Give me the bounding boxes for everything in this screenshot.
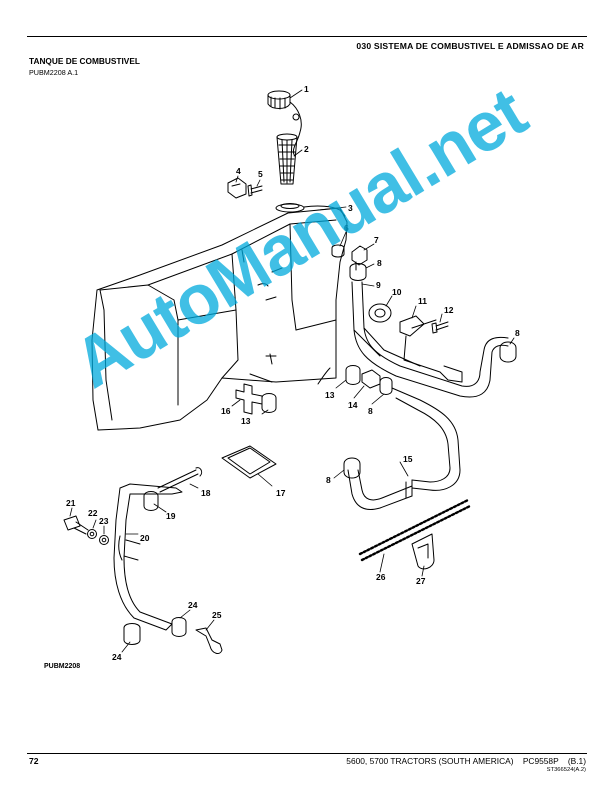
callout-17: 17 <box>276 488 286 498</box>
callout-3: 3 <box>348 203 353 213</box>
sender-part-11 <box>399 315 463 383</box>
callout-4: 4 <box>236 166 241 176</box>
callout-22: 22 <box>88 508 98 518</box>
callout-13b: 13 <box>241 416 251 426</box>
grommet-part-24b <box>171 617 187 637</box>
pad-part-17 <box>221 445 277 479</box>
return-hose <box>391 387 461 491</box>
callout-26: 26 <box>376 572 386 582</box>
figure-label: PUBM2208 <box>44 663 80 670</box>
strap-part-20 <box>113 483 183 631</box>
callout-11: 11 <box>418 296 427 306</box>
footer-code: ST366524(A.2) <box>546 767 586 773</box>
clip-part-27 <box>411 533 435 570</box>
clamp-part-8 <box>349 263 367 281</box>
bolt-part-5 <box>247 184 263 197</box>
washer-part-13 <box>345 365 361 385</box>
callout-13a: 13 <box>325 390 335 400</box>
footer-rule <box>27 753 587 754</box>
callout-8b: 8 <box>515 328 520 338</box>
callout-5: 5 <box>258 169 263 179</box>
grommet-part-6 <box>331 244 345 258</box>
washer-part-13-low <box>261 393 277 413</box>
fuel-cap <box>267 90 302 157</box>
header-rule <box>27 36 587 37</box>
callout-25: 25 <box>212 610 222 620</box>
callout-16: 16 <box>221 406 231 416</box>
callout-6: 6 <box>344 223 349 233</box>
callout-1: 1 <box>304 84 309 94</box>
clamp-part-8-right <box>499 341 517 363</box>
page-title: TANQUE DE COMBUSTIVEL <box>29 56 140 66</box>
callout-23: 23 <box>99 516 109 526</box>
clamp-part-8-low <box>343 457 361 479</box>
callout-15: 15 <box>403 454 413 464</box>
callout-8a: 8 <box>377 258 382 268</box>
callout-19: 19 <box>166 511 176 521</box>
bolt-part-18 <box>157 467 203 493</box>
callout-21: 21 <box>66 498 76 508</box>
figure-reference: PUBM2208 A.1 <box>29 68 79 77</box>
fitting-part-14 <box>361 369 381 389</box>
callout-24b: 24 <box>112 652 122 662</box>
clip-part-4 <box>227 177 247 199</box>
page-number: 72 <box>29 756 39 766</box>
pin-part-25 <box>195 627 223 654</box>
callout-27: 27 <box>416 576 426 586</box>
callout-24a: 24 <box>188 600 198 610</box>
callout-20: 20 <box>140 533 150 543</box>
callout-14: 14 <box>348 400 358 410</box>
callout-8d: 8 <box>326 475 331 485</box>
callout-2: 2 <box>304 144 309 154</box>
leader-lines <box>69 89 515 653</box>
washer-part-22 <box>87 529 97 539</box>
callout-7: 7 <box>374 235 379 245</box>
callout-12: 12 <box>444 305 454 315</box>
footer-model: 5600, 5700 TRACTORS (SOUTH AMERICA) PC95… <box>346 756 586 766</box>
gasket-part-10 <box>368 303 392 323</box>
fitting-part-16 <box>235 383 263 415</box>
callout-10: 10 <box>392 287 402 297</box>
hose-part-9 <box>351 281 509 398</box>
callout-8c: 8 <box>368 406 373 416</box>
grommet-part-24 <box>123 623 141 645</box>
callout-18: 18 <box>201 488 211 498</box>
spiral-wrap-part-26 <box>358 498 472 562</box>
grommet-part-19 <box>143 491 159 511</box>
section-header: 030 SISTEMA DE COMBUSTIVEL E ADMISSAO DE… <box>356 41 584 51</box>
washer-part-23 <box>99 535 109 545</box>
fuel-tank <box>91 203 348 431</box>
filler-strainer <box>276 133 298 185</box>
lower-hose <box>347 469 413 510</box>
callout-9: 9 <box>376 280 381 290</box>
clamp-part-8-mid <box>379 377 393 395</box>
screw-part-12 <box>431 321 449 334</box>
bolt-part-21 <box>63 515 89 535</box>
